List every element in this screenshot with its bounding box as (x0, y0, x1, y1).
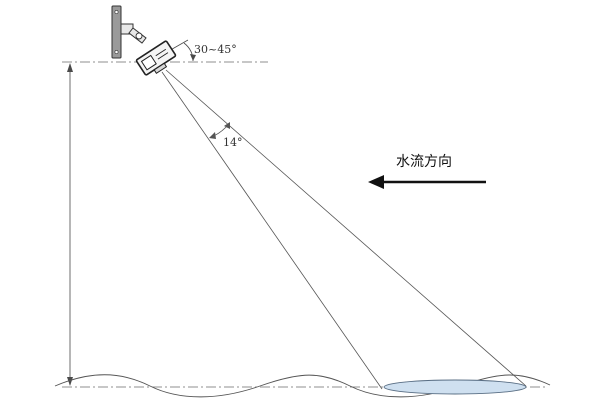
dimension-arrow-up-icon (67, 63, 73, 72)
beam-edge-near (161, 71, 383, 390)
beam-angle-label: 14° (223, 136, 243, 149)
tilt-angle-arc (183, 42, 194, 62)
height-dimension (67, 63, 73, 386)
tilt-arc-arrow-icon (190, 54, 196, 61)
tilt-angle-label: 30~45° (194, 43, 237, 56)
radar-sensor-icon (111, 5, 177, 76)
radar-beam (161, 69, 527, 390)
arrow-left-icon (368, 175, 486, 189)
mount-pivot (135, 32, 143, 40)
beam-edge-far (165, 69, 527, 387)
dimension-arrow-down-icon (67, 377, 73, 386)
beam-arc-arrow-right-icon (224, 122, 230, 129)
beam-footprint (383, 379, 527, 395)
sensor-antenna-face (153, 62, 168, 74)
flow-direction-label: 水流方向 (396, 154, 452, 170)
beam-arc-arrow-left-icon (209, 132, 216, 139)
